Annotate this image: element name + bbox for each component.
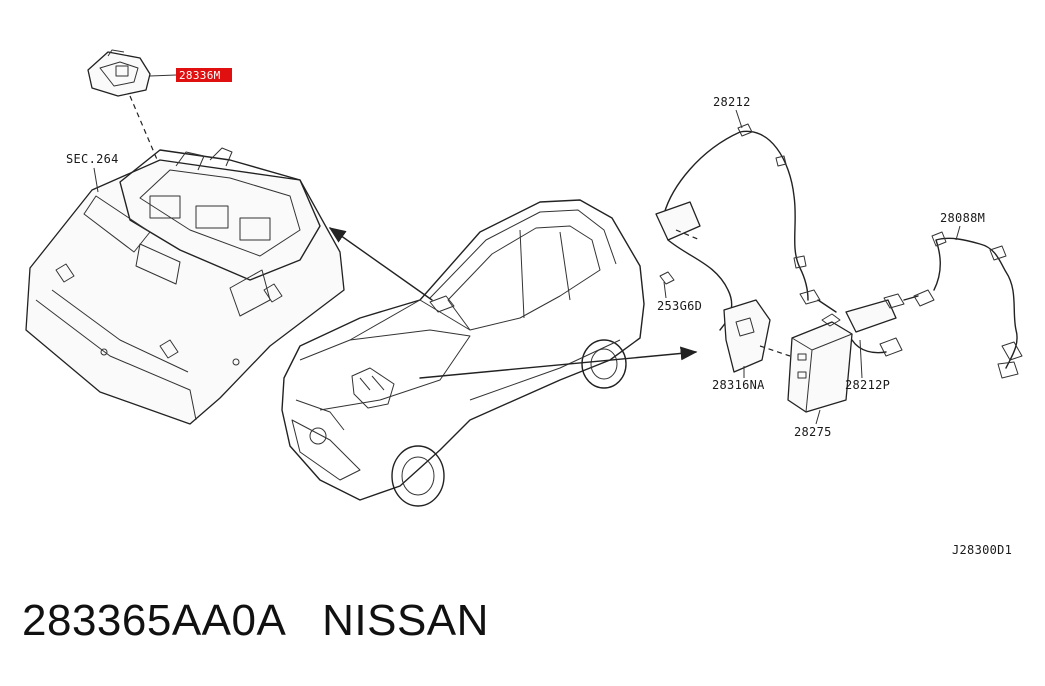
overhead-console-drawing bbox=[25, 147, 345, 425]
part-28336m-drawing[interactable] bbox=[87, 49, 151, 97]
vehicle-drawing bbox=[281, 199, 645, 507]
callout-28212[interactable]: 28212 bbox=[713, 95, 751, 109]
callout-28336m[interactable]: 28336M bbox=[179, 69, 221, 82]
highlight-box bbox=[176, 68, 232, 82]
brand-name: NISSAN bbox=[322, 596, 489, 645]
figure-code: J28300D1 bbox=[952, 543, 1012, 557]
callout-sec-264[interactable]: SEC.264 bbox=[66, 152, 119, 166]
part-number: 283365AA0A bbox=[22, 596, 284, 645]
callout-28316na[interactable]: 28316NA bbox=[712, 378, 765, 392]
callout-28088m[interactable]: 28088M bbox=[940, 211, 985, 225]
part-caption: 283365AA0A NISSAN bbox=[22, 596, 489, 646]
callout-28212p[interactable]: 28212P bbox=[845, 378, 890, 392]
parts-diagram: 28336M SEC.264 bbox=[25, 49, 1023, 557]
harness-assembly-drawing bbox=[655, 123, 1023, 413]
callout-28275[interactable]: 28275 bbox=[794, 425, 832, 439]
callout-253g6d[interactable]: 253G6D bbox=[657, 299, 702, 313]
